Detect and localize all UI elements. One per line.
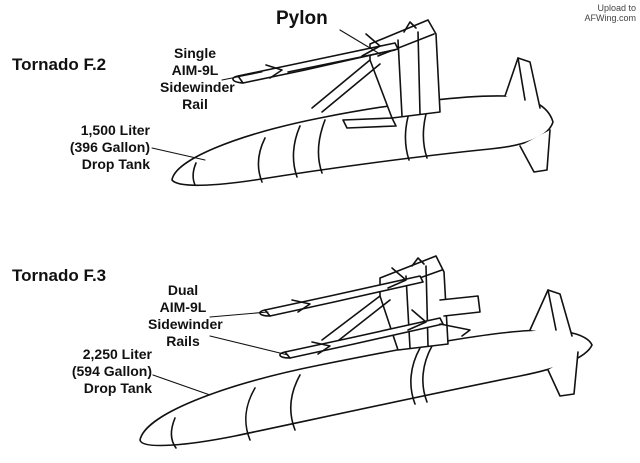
leader-lines bbox=[151, 29, 381, 396]
f2-tank-label-line-1: 1,500 Liter bbox=[80, 122, 150, 138]
f2-tank-leader-line bbox=[151, 147, 206, 161]
f2-tank-label-line-2: (396 Gallon) bbox=[69, 139, 150, 155]
f2-aim9l-missile bbox=[232, 33, 399, 84]
watermark-line-1: Upload to bbox=[597, 3, 636, 13]
f3-tank-leader-line bbox=[152, 374, 211, 396]
f3-assembly bbox=[139, 255, 593, 449]
f3-drop-tank bbox=[139, 289, 593, 449]
f3-tank-label: 2,250 Liter (594 Gallon) Drop Tank bbox=[40, 346, 152, 397]
f3-rail-label: Dual AIM-9L Sidewinder Rails bbox=[148, 282, 223, 350]
f3-rail-leader-line-lower bbox=[209, 335, 289, 356]
f3-rail-label-line-4: Rails bbox=[166, 333, 200, 349]
f2-rail-label-line-3: Sidewinder bbox=[160, 79, 235, 95]
f2-rail-leader-line bbox=[221, 71, 263, 81]
f3-rail-label-line-2: AIM-9L bbox=[159, 299, 207, 315]
f3-rail-label-line-3: Sidewinder bbox=[148, 316, 223, 332]
f3-rail-label-line-1: Dual bbox=[167, 282, 199, 298]
f3-tank-label-line-3: Drop Tank bbox=[83, 380, 152, 396]
f2-rail-label-line-2: AIM-9L bbox=[171, 62, 219, 78]
watermark: Upload to AFWing.com bbox=[584, 3, 636, 23]
f2-tank-label-line-3: Drop Tank bbox=[81, 156, 150, 172]
pylon-leader-line bbox=[339, 29, 381, 55]
f3-aim9l-missile-lower bbox=[279, 309, 471, 359]
f3-title: Tornado F.3 bbox=[12, 266, 107, 285]
f2-drop-tank bbox=[171, 57, 554, 187]
f2-rail-label: Single AIM-9L Sidewinder Rail bbox=[160, 45, 235, 113]
watermark-line-2: AFWing.com bbox=[584, 13, 636, 23]
f2-tank-label: 1,500 Liter (396 Gallon) Drop Tank bbox=[40, 122, 150, 173]
f2-assembly bbox=[171, 19, 554, 187]
f3-rail-leader-line-upper bbox=[209, 311, 269, 318]
f2-title: Tornado F.2 bbox=[12, 55, 107, 74]
f3-aim9l-missile-upper bbox=[259, 267, 424, 317]
f3-pylon bbox=[321, 255, 481, 351]
pylon-label: Pylon bbox=[276, 8, 328, 29]
f2-rail-label-line-4: Rail bbox=[182, 96, 208, 112]
f3-tank-label-line-2: (594 Gallon) bbox=[71, 363, 152, 379]
f3-tank-label-line-1: 2,250 Liter bbox=[82, 346, 152, 362]
f2-rail-label-line-1: Single bbox=[173, 45, 216, 61]
